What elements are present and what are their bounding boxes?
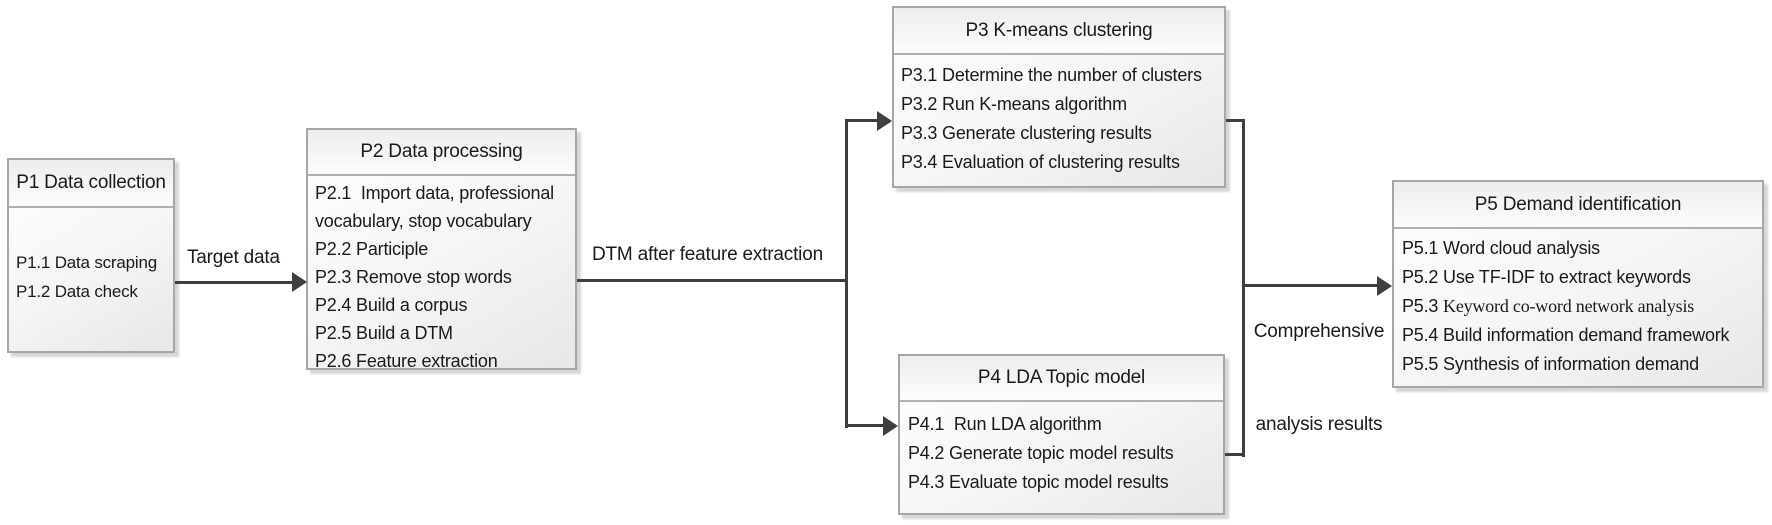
node-p4-title: P4 LDA Topic model (900, 356, 1223, 402)
arrowhead-p5-icon (1377, 276, 1392, 296)
node-p2-step: vocabulary, stop vocabulary (315, 211, 532, 231)
node-p3-title: P3 K-means clustering (894, 8, 1224, 55)
arrowhead-p2-icon (292, 272, 307, 292)
node-p2-step: P2.6 Feature extraction (315, 351, 498, 371)
node-p1-data-collection: P1 Data collection P1.1 Data scraping P1… (7, 158, 175, 353)
node-p5-step-prefix: P5.3 (1402, 296, 1444, 316)
edge-label-comprehensive: Comprehensive analysis results (1248, 254, 1390, 502)
arrowhead-p4-icon (883, 416, 898, 436)
node-p4-step: P4.2 Generate topic model results (908, 443, 1174, 463)
node-p2-step: P2.3 Remove stop words (315, 267, 512, 287)
node-p4-step: P4.3 Evaluate topic model results (908, 472, 1169, 492)
node-p5-title: P5 Demand identification (1394, 182, 1762, 229)
node-p2-step: P2.1 Import data, professional (315, 183, 554, 203)
node-p1-step: P1.1 Data scraping (16, 253, 157, 272)
arrowhead-p3-icon (877, 111, 892, 131)
node-p2-step: P2.5 Build a DTM (315, 323, 453, 343)
connector-merge-vertical (1242, 119, 1245, 457)
connector-split-p4 (845, 424, 885, 427)
edge-label-comprehensive-line1: Comprehensive (1253, 321, 1385, 342)
node-p5-step-serif-text: Keyword co-word network analysis (1443, 296, 1695, 316)
node-p2-body: P2.1 Import data, professional vocabular… (308, 176, 575, 375)
edge-label-target-data: Target data (187, 247, 280, 268)
connector-p1-p2 (175, 281, 294, 284)
node-p2-step: P2.4 Build a corpus (315, 295, 468, 315)
node-p3-step: P3.3 Generate clustering results (901, 123, 1152, 143)
edge-label-dtm: DTM after feature extraction (592, 244, 823, 265)
node-p3-kmeans-clustering: P3 K-means clustering P3.1 Determine the… (892, 6, 1226, 188)
node-p4-body: P4.1 Run LDA algorithm P4.2 Generate top… (900, 402, 1223, 497)
node-p5-step: P5.4 Build information demand framework (1402, 325, 1730, 345)
node-p5-step: P5.3 Keyword co-word network analysis (1402, 292, 1760, 321)
connector-p4-merge (1225, 453, 1245, 456)
node-p3-step: P3.1 Determine the number of clusters (901, 65, 1202, 85)
node-p5-step: P5.2 Use TF-IDF to extract keywords (1402, 267, 1691, 287)
node-p5-step: P5.5 Synthesis of information demand (1402, 354, 1699, 374)
node-p1-body: P1.1 Data scraping P1.2 Data check (9, 208, 173, 306)
connector-p2-split (577, 279, 848, 282)
connector-merge-p5 (1242, 284, 1378, 287)
node-p2-data-processing: P2 Data processing P2.1 Import data, pro… (306, 128, 577, 371)
node-p5-demand-identification: P5 Demand identification P5.1 Word cloud… (1392, 180, 1764, 388)
node-p3-step: P3.4 Evaluation of clustering results (901, 152, 1180, 172)
node-p4-lda-topic-model: P4 LDA Topic model P4.1 Run LDA algorith… (898, 354, 1225, 515)
node-p2-step: P2.2 Participle (315, 239, 429, 259)
node-p1-step: P1.2 Data check (16, 282, 138, 301)
edge-label-comprehensive-line2: analysis results (1255, 414, 1383, 435)
connector-split-vertical (845, 119, 848, 428)
node-p3-body: P3.1 Determine the number of clusters P3… (894, 55, 1224, 177)
node-p1-title: P1 Data collection (9, 160, 173, 208)
node-p2-title: P2 Data processing (308, 130, 575, 176)
node-p5-body: P5.1 Word cloud analysis P5.2 Use TF-IDF… (1394, 229, 1762, 379)
connector-split-p3 (845, 119, 878, 122)
node-p5-step: P5.1 Word cloud analysis (1402, 238, 1600, 258)
connector-p3-merge (1226, 119, 1245, 122)
node-p4-step: P4.1 Run LDA algorithm (908, 414, 1102, 434)
node-p3-step: P3.2 Run K-means algorithm (901, 94, 1127, 114)
